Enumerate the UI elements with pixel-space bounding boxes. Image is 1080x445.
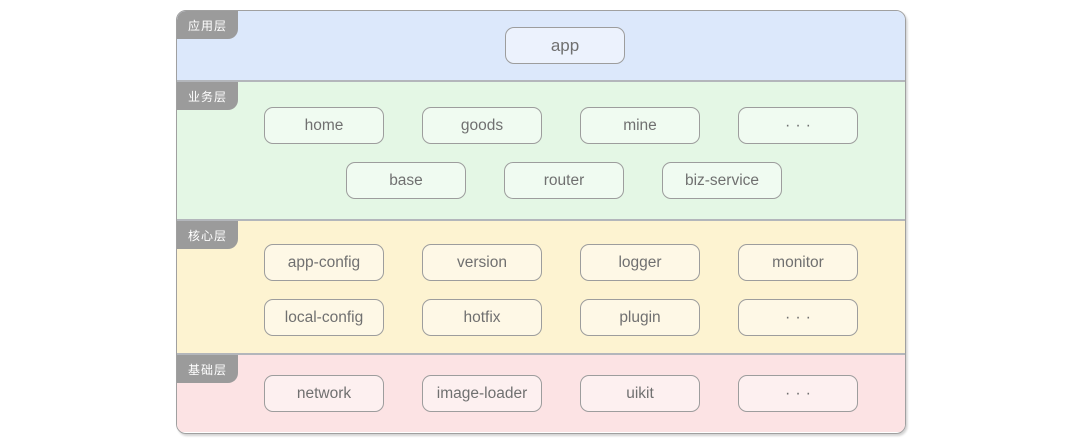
module-box-biz-service: biz-service	[662, 162, 782, 199]
module-box-version: version	[422, 244, 542, 281]
layer-foundation: 基础层 network image-loader uikit ···	[177, 355, 905, 432]
layer-tab-business: 业务层	[177, 82, 238, 110]
layer-business: 业务层 home goods mine ··· base router biz-…	[177, 82, 905, 221]
module-box-home: home	[264, 107, 384, 144]
module-box-base: base	[346, 162, 466, 199]
module-box-network: network	[264, 375, 384, 412]
layer-application: 应用层 app	[177, 11, 905, 82]
module-box-business-more: ···	[738, 107, 858, 144]
module-box-app-config: app-config	[264, 244, 384, 281]
module-box-uikit: uikit	[580, 375, 700, 412]
layer-tab-foundation: 基础层	[177, 355, 238, 383]
module-box-monitor: monitor	[738, 244, 858, 281]
module-box-core-more: ···	[738, 299, 858, 336]
layer-core: 核心层 app-config version logger monitor lo…	[177, 221, 905, 355]
layer-tab-application: 应用层	[177, 11, 238, 39]
module-box-hotfix: hotfix	[422, 299, 542, 336]
module-box-mine: mine	[580, 107, 700, 144]
module-box-local-config: local-config	[264, 299, 384, 336]
module-box-plugin: plugin	[580, 299, 700, 336]
module-box-image-loader: image-loader	[422, 375, 542, 412]
module-box-router: router	[504, 162, 624, 199]
module-box-foundation-more: ···	[738, 375, 858, 412]
diagram-container: 应用层 app 业务层 home goods mine ··· base rou…	[176, 10, 906, 434]
module-box-goods: goods	[422, 107, 542, 144]
module-box-app: app	[505, 27, 625, 64]
layer-tab-core: 核心层	[177, 221, 238, 249]
module-box-logger: logger	[580, 244, 700, 281]
